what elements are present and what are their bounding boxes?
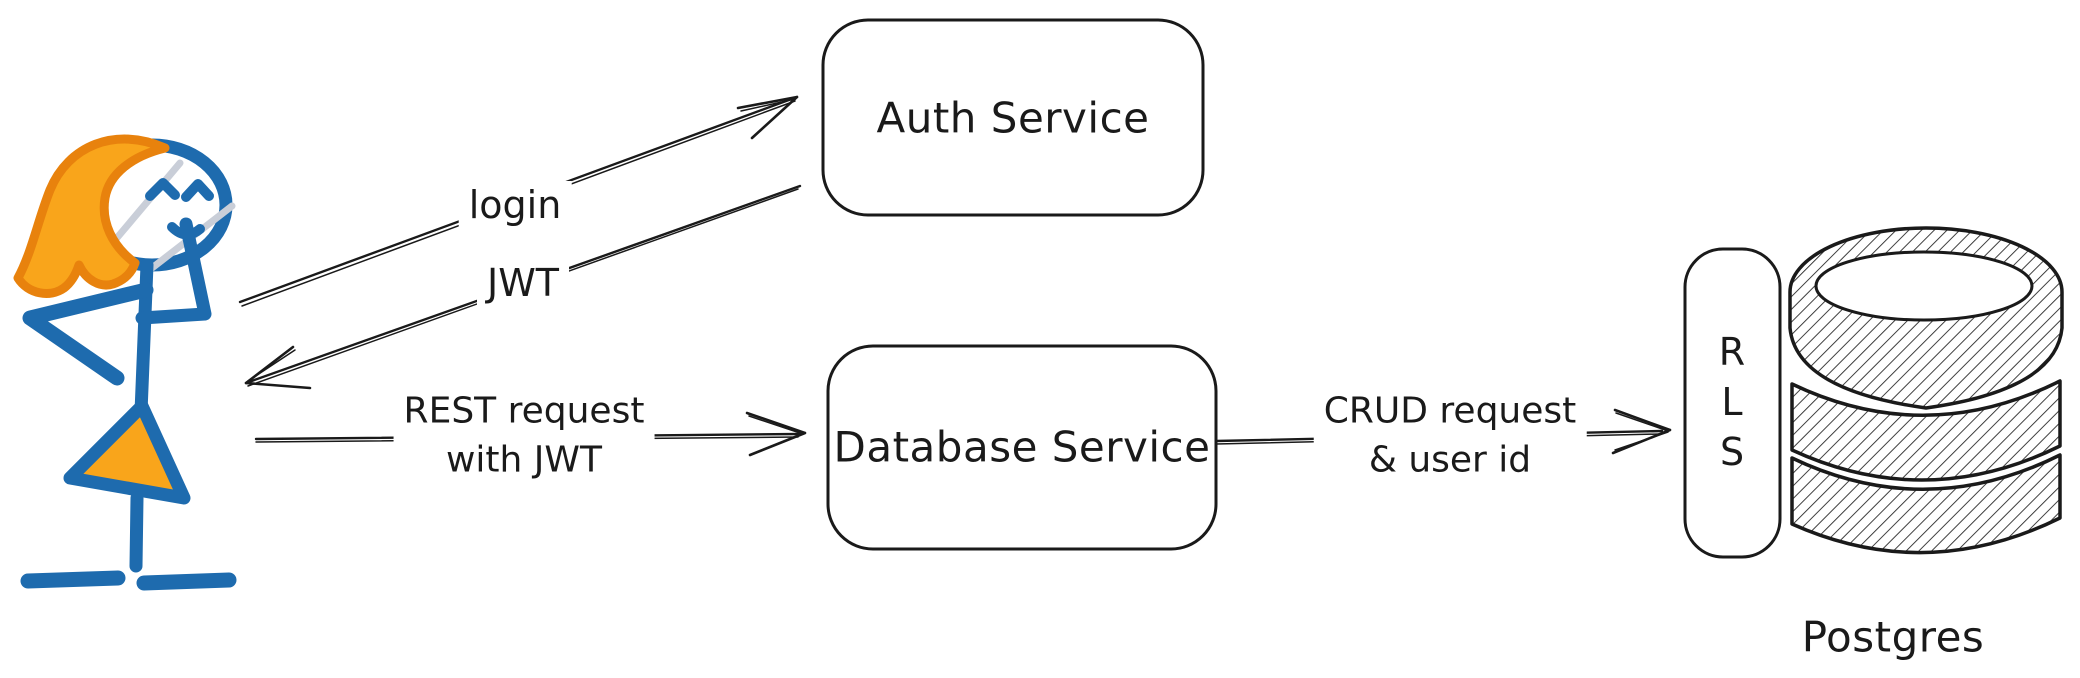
user-actor-figure bbox=[13, 134, 237, 591]
actor-right-arm bbox=[135, 217, 212, 325]
postgres-cylinder-band-middle bbox=[1790, 379, 2062, 482]
actor-skirt bbox=[63, 399, 191, 505]
database-service-label: Database Service bbox=[833, 422, 1211, 472]
actor-leg bbox=[129, 491, 144, 573]
crud-arrow-label-line2: & user id bbox=[1368, 439, 1532, 480]
actor-eyes bbox=[145, 178, 214, 202]
postgres-cylinder-opening bbox=[1814, 250, 2034, 322]
database-service-box bbox=[826, 344, 1218, 551]
auth-service-label: Auth Service bbox=[876, 93, 1150, 143]
crud-arrow-label-line1: CRUD request bbox=[1323, 390, 1577, 432]
login-arrowhead bbox=[736, 95, 799, 140]
auth-service-box bbox=[821, 18, 1205, 217]
login-arrow-label: login bbox=[458, 181, 572, 229]
rls-letter-r: R bbox=[1718, 330, 1746, 374]
rls-label: R L S bbox=[1719, 327, 1745, 477]
postgres-database-icon bbox=[1788, 226, 2064, 555]
rest-arrow-label-line2: with JWT bbox=[445, 439, 603, 480]
crud-arrow-label: CRUD request & user id bbox=[1313, 385, 1587, 487]
actor-feet bbox=[20, 570, 237, 591]
postgres-label: Postgres bbox=[1801, 612, 1985, 662]
rest-arrow-label: REST request with JWT bbox=[393, 385, 655, 487]
actor-hair bbox=[13, 134, 170, 298]
rls-letter-s: S bbox=[1719, 430, 1745, 474]
rest-arrow-label-line1: REST request bbox=[403, 390, 645, 432]
postgres-cylinder-band-bottom bbox=[1790, 453, 2062, 555]
rest-arrowhead bbox=[745, 411, 807, 457]
rls-letter-l: L bbox=[1721, 380, 1743, 424]
rls-box bbox=[1683, 247, 1782, 559]
actor-left-arm bbox=[22, 282, 154, 386]
jwt-arrow-label: JWT bbox=[477, 259, 569, 307]
